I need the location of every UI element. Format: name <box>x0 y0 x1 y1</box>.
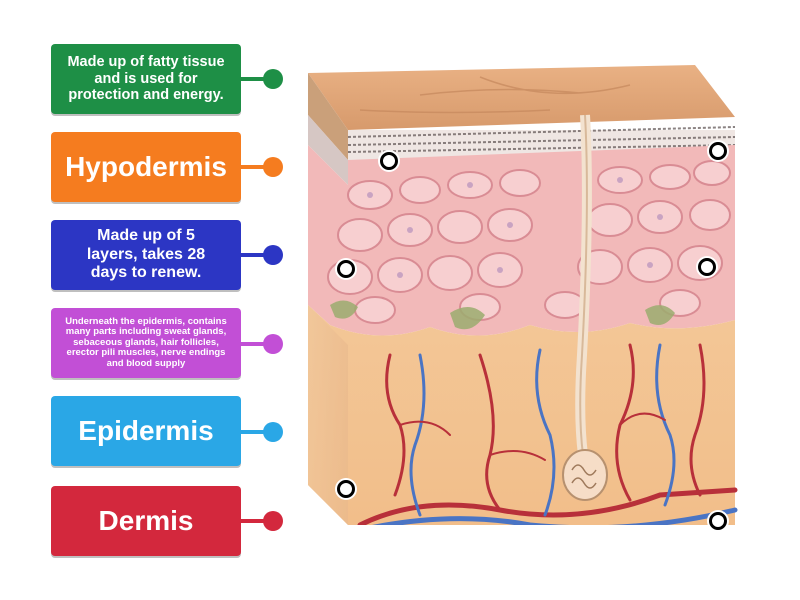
label-tile-dermis[interactable]: Dermis <box>51 486 241 556</box>
connector-line <box>241 165 273 169</box>
connector-line <box>241 253 273 257</box>
skin-cross-section-image <box>308 65 738 545</box>
drop-target-3[interactable] <box>337 260 355 278</box>
drop-target-4[interactable] <box>698 258 716 276</box>
label-tile-five-layers[interactable]: Made up of 5 layers, takes 28 days to re… <box>51 220 241 290</box>
drop-target-2[interactable] <box>709 142 727 160</box>
connector-line <box>241 430 273 434</box>
label-text: Dermis <box>98 504 194 536</box>
label-tile-hypodermis[interactable]: Hypodermis <box>51 132 241 202</box>
connector-dot <box>263 245 283 265</box>
dermis-region <box>308 305 735 525</box>
label-tile-fatty-tissue[interactable]: Made up of fatty tissue and is used for … <box>51 44 241 114</box>
drop-target-1[interactable] <box>380 152 398 170</box>
connector-line <box>241 77 273 81</box>
connector-dot <box>263 69 283 89</box>
connector-dot <box>263 511 283 531</box>
drop-target-5[interactable] <box>337 480 355 498</box>
label-text: Epidermis <box>78 414 214 446</box>
connector-line <box>241 519 273 523</box>
connector-line <box>241 342 273 346</box>
label-text: Made up of 5 layers, takes 28 days to re… <box>86 227 206 282</box>
skin-surface <box>308 65 735 130</box>
stratum-layer <box>308 73 348 160</box>
label-text: Underneath the epidermis, contains many … <box>65 315 227 369</box>
drop-target-6[interactable] <box>709 512 727 530</box>
label-tile-underneath-epidermis[interactable]: Underneath the epidermis, contains many … <box>51 308 241 378</box>
label-text: Made up of fatty tissue and is used for … <box>67 53 225 104</box>
hair-follicle <box>562 449 608 501</box>
connector-dot <box>263 157 283 177</box>
label-text: Hypodermis <box>65 150 227 182</box>
connector-dot <box>263 334 283 354</box>
label-tile-epidermis[interactable]: Epidermis <box>51 396 241 466</box>
connector-dot <box>263 422 283 442</box>
